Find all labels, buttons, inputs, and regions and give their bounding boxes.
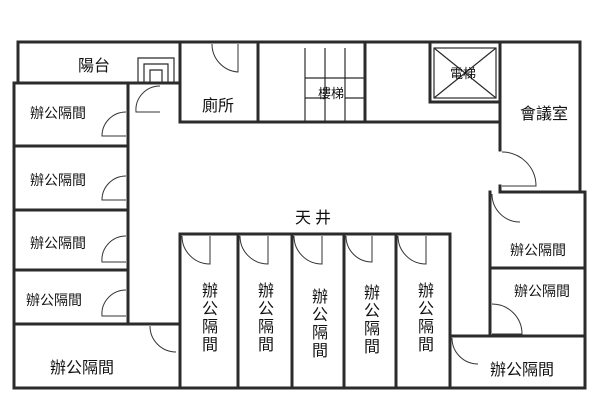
label-office-left-1: 辦公隔間 <box>30 106 86 122</box>
label-office-center-4: 辦公隔間 <box>361 284 380 356</box>
door-arcs <box>101 43 537 365</box>
label-toilet: 廁所 <box>202 96 235 115</box>
label-office-left-4: 辦公隔間 <box>26 293 82 309</box>
label-office-center-5: 辦公隔間 <box>415 282 434 354</box>
central-offices-walls <box>178 232 452 390</box>
label-elevator: 電梯 <box>450 67 477 82</box>
label-office-center-3: 辦公隔間 <box>309 288 328 360</box>
label-office-center-1: 辦公隔間 <box>199 282 218 354</box>
label-balcony: 陽台 <box>78 56 111 75</box>
label-office-left-2: 辦公隔間 <box>30 173 86 189</box>
label-office-right-1: 辦公隔間 <box>510 243 566 259</box>
top-band-walls <box>12 40 587 194</box>
elevator-symbol <box>433 47 497 99</box>
label-atrium: 天井 <box>295 208 336 227</box>
label-meeting-room: 會議室 <box>520 104 569 123</box>
label-office-left-3: 辦公隔間 <box>30 236 86 252</box>
left-offices-walls <box>12 81 182 326</box>
label-office-right-3: 辦公隔間 <box>490 360 555 379</box>
balcony-steps <box>137 57 175 82</box>
right-offices-walls <box>448 190 587 338</box>
label-office-center-2: 辦公隔間 <box>255 282 274 354</box>
outer-walls <box>12 40 587 390</box>
label-office-left-5: 辦公隔間 <box>50 358 115 377</box>
label-stairs: 樓梯 <box>318 87 345 102</box>
stairs-symbol <box>304 48 365 122</box>
label-office-right-2: 辦公隔間 <box>514 284 570 300</box>
